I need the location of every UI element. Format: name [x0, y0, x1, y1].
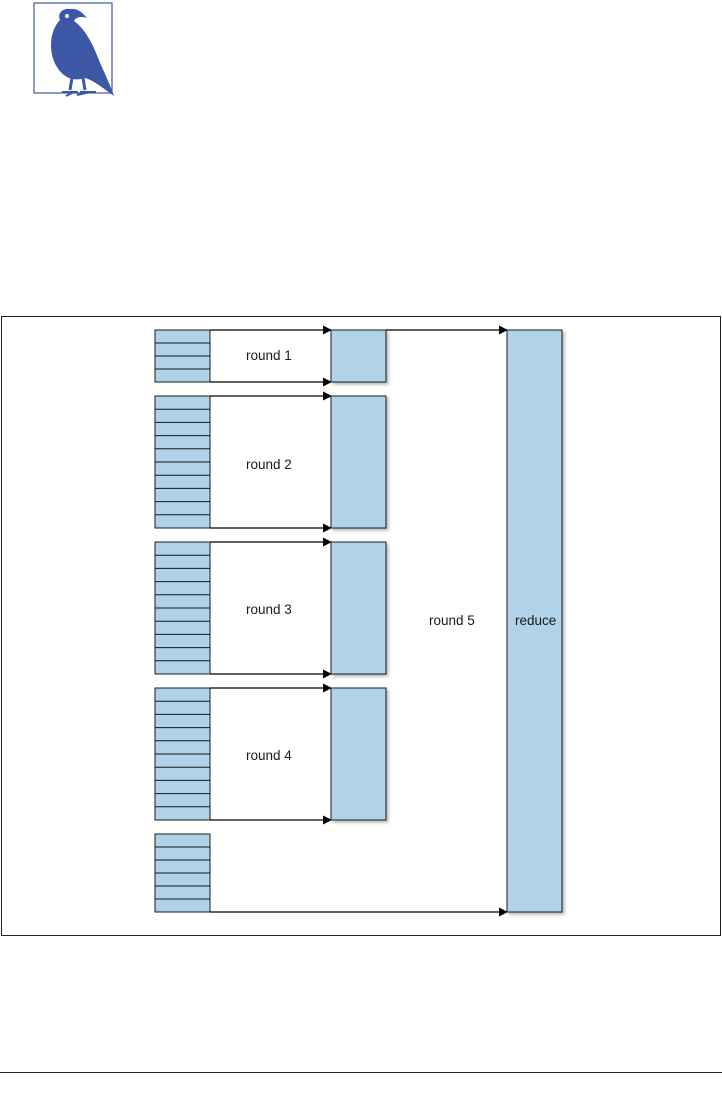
partial-result-3 — [331, 542, 386, 674]
round-4-label: round 4 — [246, 748, 292, 763]
partial-result-1 — [331, 330, 386, 382]
partial-result-2 — [331, 396, 386, 528]
reduce-label: reduce — [515, 613, 556, 628]
reduction-diagram: round 1 round 2 round 3 round 4 reduce r… — [1, 316, 721, 936]
round-1-label: round 1 — [246, 348, 292, 363]
footer-rule — [0, 1072, 722, 1073]
round-5-label: round 5 — [429, 613, 475, 628]
round-3-label: round 3 — [246, 602, 292, 617]
partial-result-4 — [331, 688, 386, 820]
bird-icon — [30, 0, 114, 102]
round-2-label: round 2 — [246, 457, 292, 472]
